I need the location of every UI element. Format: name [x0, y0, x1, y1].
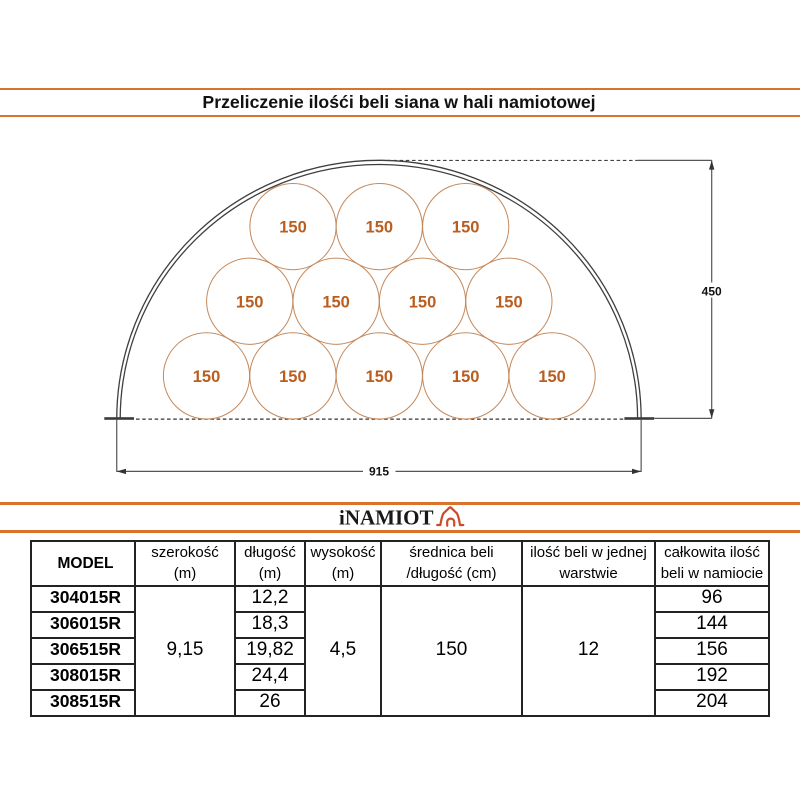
svg-text:150: 150 — [452, 219, 480, 237]
svg-text:Przeliczenie ilośći beli siana: Przeliczenie ilośći beli siana w hali na… — [202, 92, 595, 112]
svg-text:150: 150 — [279, 219, 307, 237]
svg-text:150: 150 — [538, 368, 566, 386]
svg-text:150: 150 — [236, 293, 264, 311]
svg-text:150: 150 — [366, 368, 394, 386]
svg-text:150: 150 — [322, 293, 350, 311]
svg-text:150: 150 — [193, 368, 221, 386]
svg-text:150: 150 — [366, 219, 394, 237]
svg-text:450: 450 — [702, 284, 722, 298]
svg-text:iNAMIOT: iNAMIOT — [339, 506, 434, 530]
svg-text:150: 150 — [279, 368, 307, 386]
svg-text:150: 150 — [495, 293, 523, 311]
svg-text:150: 150 — [452, 368, 480, 386]
svg-text:915: 915 — [369, 465, 389, 479]
svg-text:150: 150 — [409, 293, 437, 311]
